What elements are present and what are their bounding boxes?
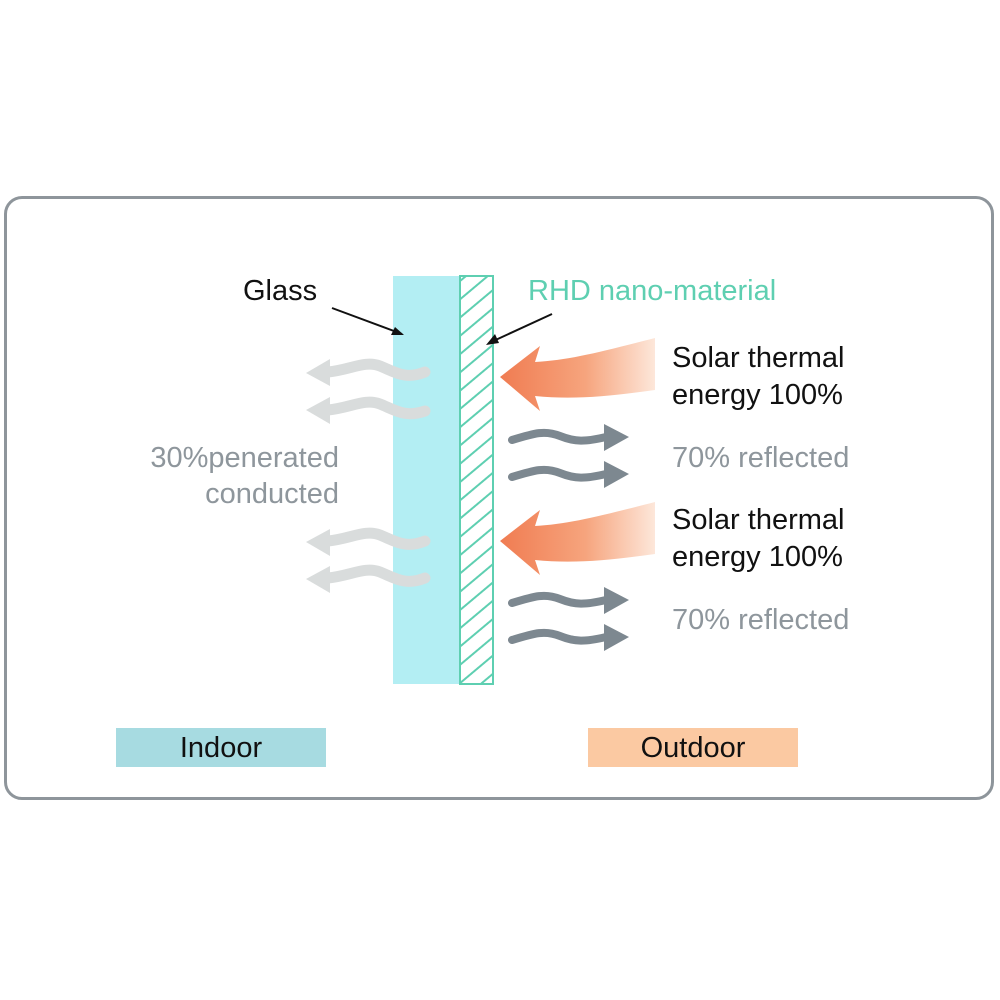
solar-label-1-line1: Solar thermal <box>672 342 844 374</box>
penetrated-arrows-lower <box>322 527 431 587</box>
solar-arrow-1 <box>500 338 655 411</box>
reflected-arrow-2 <box>508 465 610 482</box>
reflected-arrowhead-4 <box>604 624 629 651</box>
penetrated-arrowheads-upper <box>306 359 330 424</box>
indoor-legend-label: Indoor <box>180 732 263 764</box>
solar-arrow-2 <box>500 502 655 575</box>
reflected-arrows <box>508 428 610 645</box>
solar-label-2-line1: Solar thermal <box>672 504 844 536</box>
penetrated-arrows-upper <box>322 358 431 420</box>
reflected-arrowhead-3 <box>604 587 629 614</box>
penetrated-arrowhead-3 <box>306 529 330 556</box>
penetrated-arrowhead-2 <box>306 397 330 424</box>
glass-label: Glass <box>243 275 317 307</box>
outdoor-legend-label: Outdoor <box>641 732 746 764</box>
penetrated-arrow-1 <box>322 358 431 381</box>
solar-label-1-line2: energy 100% <box>672 379 843 411</box>
penetrated-arrowheads-lower <box>306 529 330 593</box>
glass-pointer <box>331 307 403 335</box>
diagram-frame <box>4 196 994 800</box>
outdoor-legend-box <box>588 728 798 767</box>
nano-material-layer <box>459 275 494 685</box>
material-label: RHD nano-material <box>528 275 776 307</box>
penetrated-arrowhead-4 <box>306 566 330 593</box>
penetrated-arrowhead-1 <box>306 359 330 386</box>
reflected-arrow-1 <box>508 428 610 445</box>
glass-pointer-head <box>391 327 404 335</box>
material-pointer <box>488 313 553 344</box>
indoor-legend-box <box>116 728 326 767</box>
penetrated-arrow-4 <box>322 564 431 587</box>
solar-label-2-line2: energy 100% <box>672 541 843 573</box>
reflected-label-2: 70% reflected <box>672 604 849 636</box>
reflected-label-1: 70% reflected <box>672 442 849 474</box>
reflected-arrowheads <box>604 424 629 651</box>
reflected-arrowhead-2 <box>604 461 629 488</box>
reflected-arrow-3 <box>508 591 610 608</box>
penetrated-label-line1: 30%penerated <box>150 442 339 474</box>
penetrated-arrow-3 <box>322 527 431 550</box>
material-pointer-head <box>486 334 499 345</box>
reflected-arrowhead-1 <box>604 424 629 451</box>
penetrated-arrow-2 <box>322 396 431 420</box>
glass-pane <box>393 276 460 684</box>
penetrated-label-line2: conducted <box>205 478 339 510</box>
reflected-arrow-4 <box>508 628 610 645</box>
